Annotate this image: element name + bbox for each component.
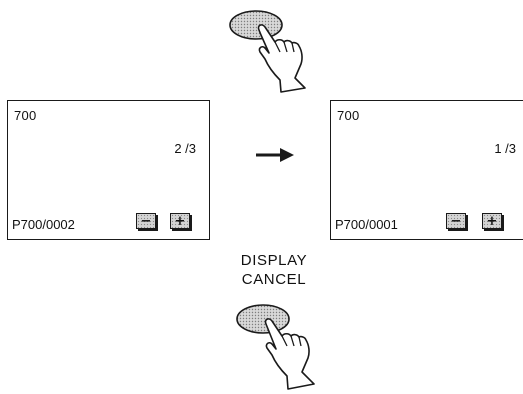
minus-icon: −: [141, 215, 152, 228]
plus-button[interactable]: +: [482, 213, 502, 229]
screen-title: 700: [337, 108, 360, 123]
display-cancel-label: DISPLAY CANCEL: [222, 251, 326, 289]
minus-icon: −: [451, 215, 462, 228]
program-code: P700/0001: [335, 217, 398, 232]
label-line-2: CANCEL: [222, 270, 326, 289]
screen-title: 700: [14, 108, 37, 123]
screen-after: 700 1 /3 P700/0001 − +: [330, 100, 523, 240]
display-cancel-button[interactable]: [230, 11, 282, 39]
program-code: P700/0002: [12, 217, 75, 232]
plus-icon: +: [175, 215, 186, 228]
pointing-hand: [266, 319, 314, 389]
screen-before: 700 2 /3 P700/0002 − +: [7, 100, 210, 240]
minus-button[interactable]: −: [136, 213, 156, 229]
page-indicator: 1 /3: [494, 141, 516, 156]
page-indicator: 2 /3: [174, 141, 196, 156]
finger-pressing-button-icon: [230, 296, 325, 392]
minus-button[interactable]: −: [446, 213, 466, 229]
right-arrow-icon: [254, 146, 296, 164]
plus-icon: +: [487, 215, 498, 228]
finger-pressing-button-icon: [225, 2, 320, 94]
pointing-hand: [259, 25, 305, 92]
display-cancel-button[interactable]: [237, 305, 289, 333]
label-line-1: DISPLAY: [222, 251, 326, 270]
plus-button[interactable]: +: [170, 213, 190, 229]
